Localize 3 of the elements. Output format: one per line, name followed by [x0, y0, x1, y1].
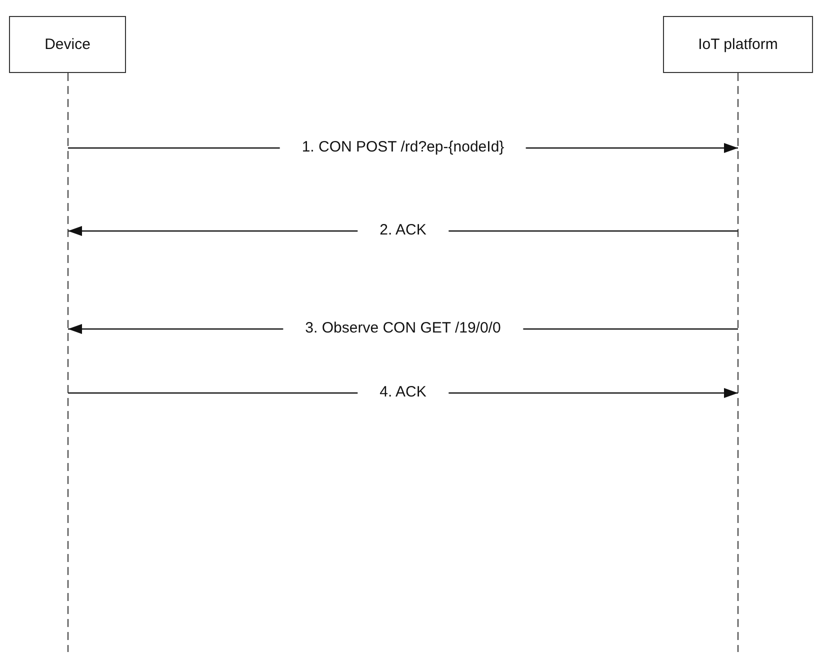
participant-name: IoT platform — [698, 36, 778, 53]
edge-label: 1. CON POST /rd?ep-{nodeId} — [280, 138, 526, 156]
participant-name: Device — [44, 36, 90, 53]
